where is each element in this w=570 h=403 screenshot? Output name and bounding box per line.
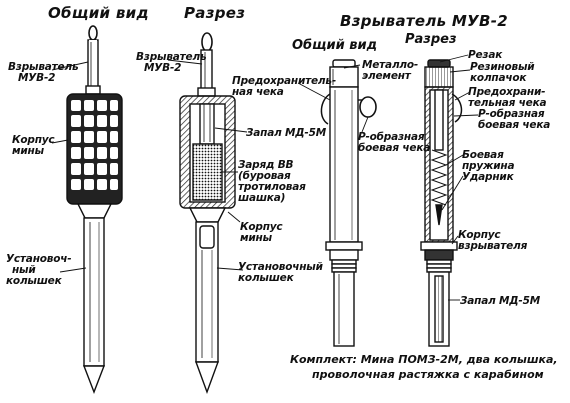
label-striker: Ударник	[462, 171, 514, 183]
label-primer-md5m-a: Запал МД-5М	[246, 127, 326, 139]
header-fuse-section: Разрез	[405, 32, 457, 47]
fuse-section-view	[420, 59, 463, 347]
label-safety-pin-b: Предохрани-тельная чека	[468, 86, 547, 109]
header-fuse-general: Общий вид	[292, 38, 378, 53]
label-cutter: Резак	[468, 49, 503, 61]
mine-section-view	[179, 32, 236, 395]
footer-kit-line2: проволочная растяжка с карабином	[312, 368, 544, 381]
label-safety-pin-a: Предохранитель-ная чека	[232, 75, 336, 98]
header-fuse-title: Взрыватель МУВ-2	[340, 12, 509, 30]
header-left-general: Общий вид	[48, 4, 149, 22]
mine-general-view	[66, 25, 123, 394]
leader-lines	[51, 54, 479, 301]
footer-kit-line1: Комплект: Мина ПОМЗ-2М, два колышка,	[290, 353, 558, 366]
fuse-general-view	[320, 59, 377, 347]
label-metal-element: Металло-элемент	[362, 59, 419, 82]
header-left-section: Разрез	[184, 4, 246, 22]
label-primer-md5m-b: Запал МД-5М	[460, 295, 540, 307]
